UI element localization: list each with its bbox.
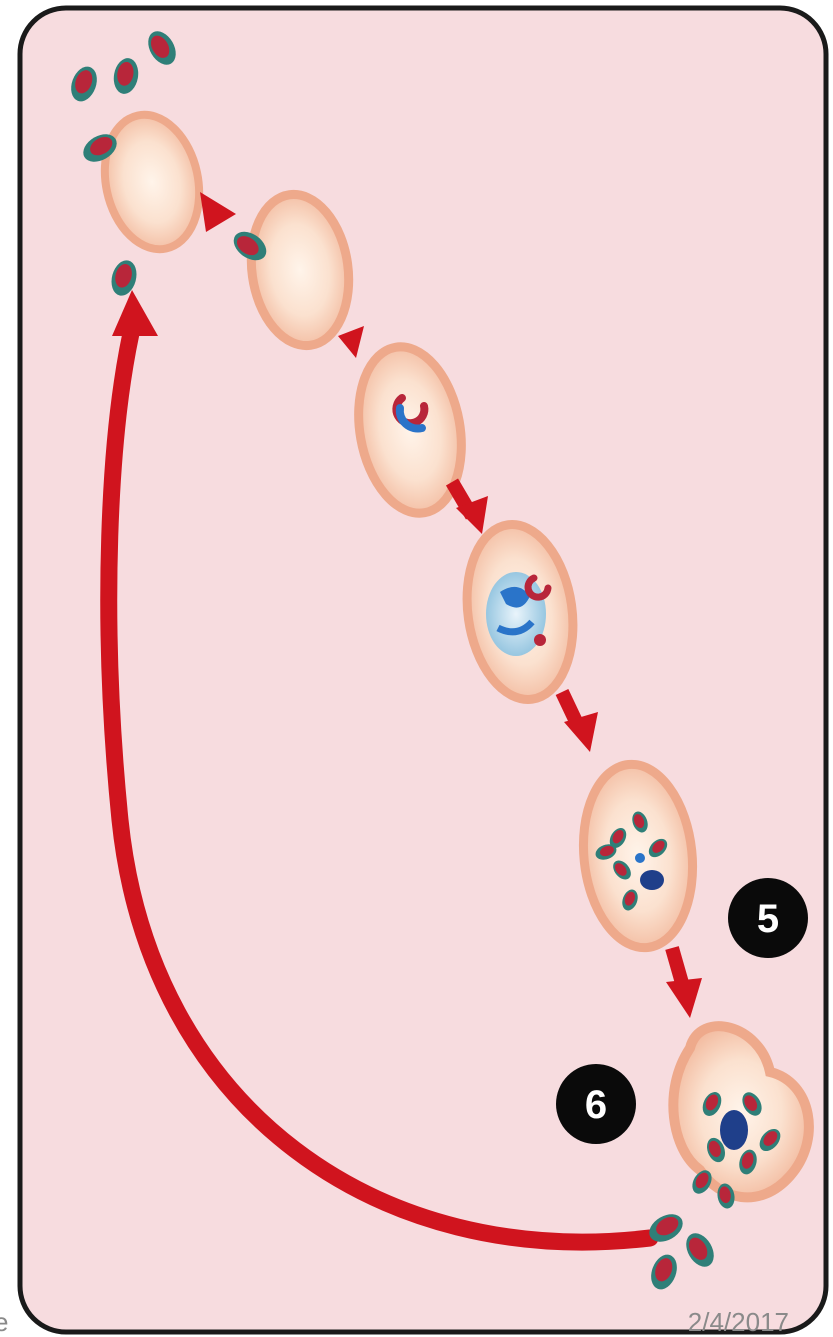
step-5-label: 5 bbox=[757, 897, 779, 941]
step-6-label: 6 bbox=[585, 1083, 607, 1127]
footer-date: 2/4/2017 bbox=[688, 1309, 789, 1335]
footer-left-text: e bbox=[0, 1309, 8, 1335]
step-5-badge: 5 bbox=[728, 878, 808, 958]
step-6-badge: 6 bbox=[556, 1064, 636, 1144]
